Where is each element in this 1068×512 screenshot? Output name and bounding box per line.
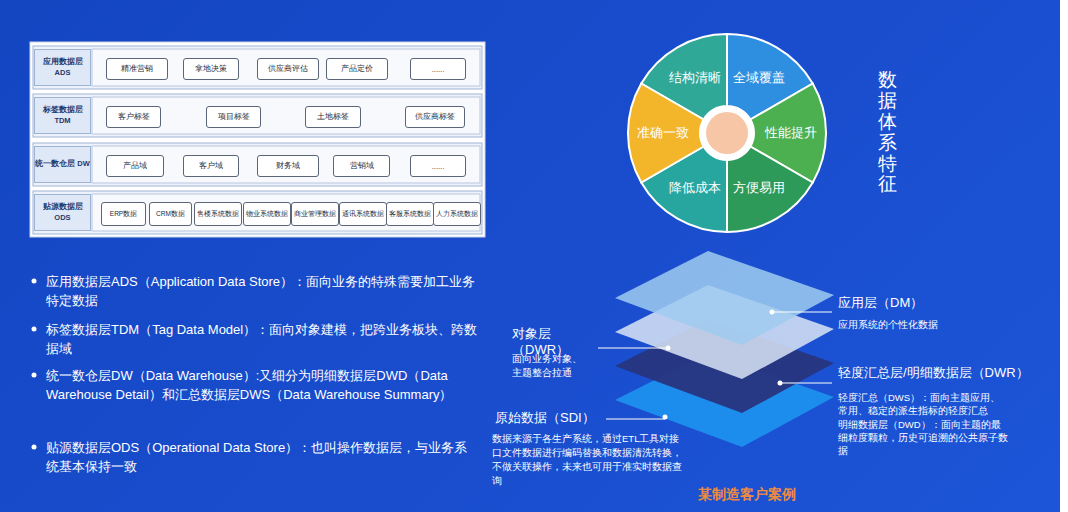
layer-desc: 面向业务对象、主题整合拉通 xyxy=(512,352,586,380)
node-text: 产品域 xyxy=(123,161,147,171)
node-text: 准确一致 xyxy=(637,124,689,142)
node-text: 方便易用 xyxy=(733,179,785,197)
segment-fill xyxy=(727,147,813,233)
leader-line xyxy=(598,348,668,349)
bullet-dot xyxy=(32,445,37,450)
node-text: 贴源数据层 ODS xyxy=(35,202,90,222)
leader-dot xyxy=(778,381,783,386)
leader-line xyxy=(780,383,832,384)
layer-title: 轻度汇总层/明细数据层（DWR） xyxy=(838,365,1053,381)
row-frame xyxy=(33,46,482,89)
item-box: 财务域 xyxy=(257,155,319,177)
layer-desc: 应用系统的个性化数据 xyxy=(838,318,1038,331)
wheel-hub xyxy=(706,112,748,154)
node-text: 客户域 xyxy=(199,161,223,171)
layer-title: 原始数据（SDI） xyxy=(495,410,605,426)
item-frame xyxy=(92,97,480,134)
leader-line xyxy=(772,312,832,313)
layer-label-box: 统一数仓层 DW xyxy=(34,146,91,183)
layer-desc: 明细数据层（DWD）：面向主题的最细粒度颗粒，历史可追溯的公共原子数据 xyxy=(838,418,1010,457)
item-box: 产品定价 xyxy=(326,58,388,80)
node-text: 应用数据层 ADS xyxy=(35,57,90,77)
node-text: 营销域 xyxy=(350,161,374,171)
layer-dm xyxy=(615,251,834,345)
node-text: 产品定价 xyxy=(341,64,373,74)
item-box: 产品域 xyxy=(106,155,164,177)
bullet-text: 贴源数据层ODS（Operational Data Store）：也叫操作数据层… xyxy=(46,438,478,476)
node-text: 人力系统数据 xyxy=(436,210,478,219)
vertical-title: 数据体系特征 xyxy=(878,70,897,195)
node-text: 供应商评估 xyxy=(268,64,308,74)
layer-desc: 轻度汇总（DWS）：面向主题应用、常用、稳定的派生指标的轻度汇总 xyxy=(838,391,1010,417)
node-text: 商业管理数据 xyxy=(294,210,336,219)
node-text: 性能提升 xyxy=(765,124,817,142)
layer-label-box: 贴源数据层 ODS xyxy=(34,194,91,231)
item-box: 售楼系统数据 xyxy=(194,202,242,226)
item-box: 供应商标签 xyxy=(405,106,465,128)
node-text: 标签数据层 TDM xyxy=(35,105,90,125)
item-box: ...... xyxy=(410,58,466,80)
bullet-dot xyxy=(32,373,37,378)
bullet-text: 标签数据层TDM（Tag Data Model）：面向对象建模，把跨业务板块、跨… xyxy=(46,320,478,358)
item-frame xyxy=(92,146,480,183)
item-box: 营销域 xyxy=(333,155,390,177)
item-box: 客户域 xyxy=(183,155,239,177)
bullet-dot xyxy=(32,279,37,284)
item-box: 土地标签 xyxy=(305,106,361,128)
node-text: CRM数据 xyxy=(156,210,185,219)
item-box: 项目标签 xyxy=(206,106,261,128)
item-box: ERP数据 xyxy=(101,202,146,226)
item-box: 商业管理数据 xyxy=(291,202,339,226)
node-text: 项目标签 xyxy=(218,112,250,122)
row-frame xyxy=(33,191,482,234)
node-text: 财务域 xyxy=(276,161,300,171)
item-box: 物业系统数据 xyxy=(243,202,291,226)
node-text: ...... xyxy=(432,162,445,171)
node-text: 降低成本 xyxy=(669,179,721,197)
item-box: ...... xyxy=(410,155,466,177)
leader-dot xyxy=(663,415,668,420)
layer-title: 应用层（DM） xyxy=(838,295,1038,311)
node-text: 拿地决策 xyxy=(195,64,227,74)
leader-line xyxy=(606,419,665,420)
node-text: 精准营销 xyxy=(121,64,153,74)
item-box: 通讯系统数据 xyxy=(339,202,387,226)
item-box: 供应商评估 xyxy=(257,58,319,80)
item-box: 精准营销 xyxy=(106,58,168,80)
node-text: 结构清晰 xyxy=(669,69,721,87)
row-frame xyxy=(33,94,482,137)
node-text: 土地标签 xyxy=(317,112,349,122)
bullet-text: 统一数仓层DW（Data Warehouse）:又细分为明细数据层DWD（Dat… xyxy=(46,366,478,404)
layer-label-box: 标签数据层 TDM xyxy=(34,97,91,134)
case-caption: 某制造客户案例 xyxy=(698,486,828,503)
leader-dot xyxy=(770,310,775,315)
node-text: 售楼系统数据 xyxy=(197,210,239,219)
item-box: 人力系统数据 xyxy=(433,202,481,226)
node-text: 客户标签 xyxy=(118,112,150,122)
item-box: 客户标签 xyxy=(106,106,161,128)
edge-strip xyxy=(1060,0,1068,512)
item-box: 客服系统数据 xyxy=(386,202,434,226)
segment-fill xyxy=(628,84,704,183)
leader-dot xyxy=(666,346,671,351)
layer-desc: 数据来源于各生产系统，通过ETL工具对接口文件数据进行编码替换和数据清洗转换，不… xyxy=(492,432,688,488)
bullet-text: 应用数据层ADS（Application Data Store）：面向业务的特殊… xyxy=(46,272,478,310)
node-text: 供应商标签 xyxy=(415,112,455,122)
node-text: 统一数仓层 DW xyxy=(35,159,90,169)
layer-label-box: 应用数据层 ADS xyxy=(34,49,91,86)
wheel-segment: 准确一致 xyxy=(627,33,827,233)
item-box: 拿地决策 xyxy=(183,58,239,80)
item-box: CRM数据 xyxy=(149,202,192,226)
row-frame xyxy=(33,143,482,186)
node-text: ...... xyxy=(432,65,445,74)
node-text: 通讯系统数据 xyxy=(342,210,384,219)
node-text: 物业系统数据 xyxy=(246,210,288,219)
node-text: 全域覆盖 xyxy=(733,69,785,87)
item-frame xyxy=(92,49,480,86)
node-text: 客服系统数据 xyxy=(389,210,431,219)
item-frame xyxy=(92,194,480,231)
table-panel xyxy=(30,42,485,237)
bullet-dot xyxy=(32,327,37,332)
node-text: ERP数据 xyxy=(110,210,137,219)
